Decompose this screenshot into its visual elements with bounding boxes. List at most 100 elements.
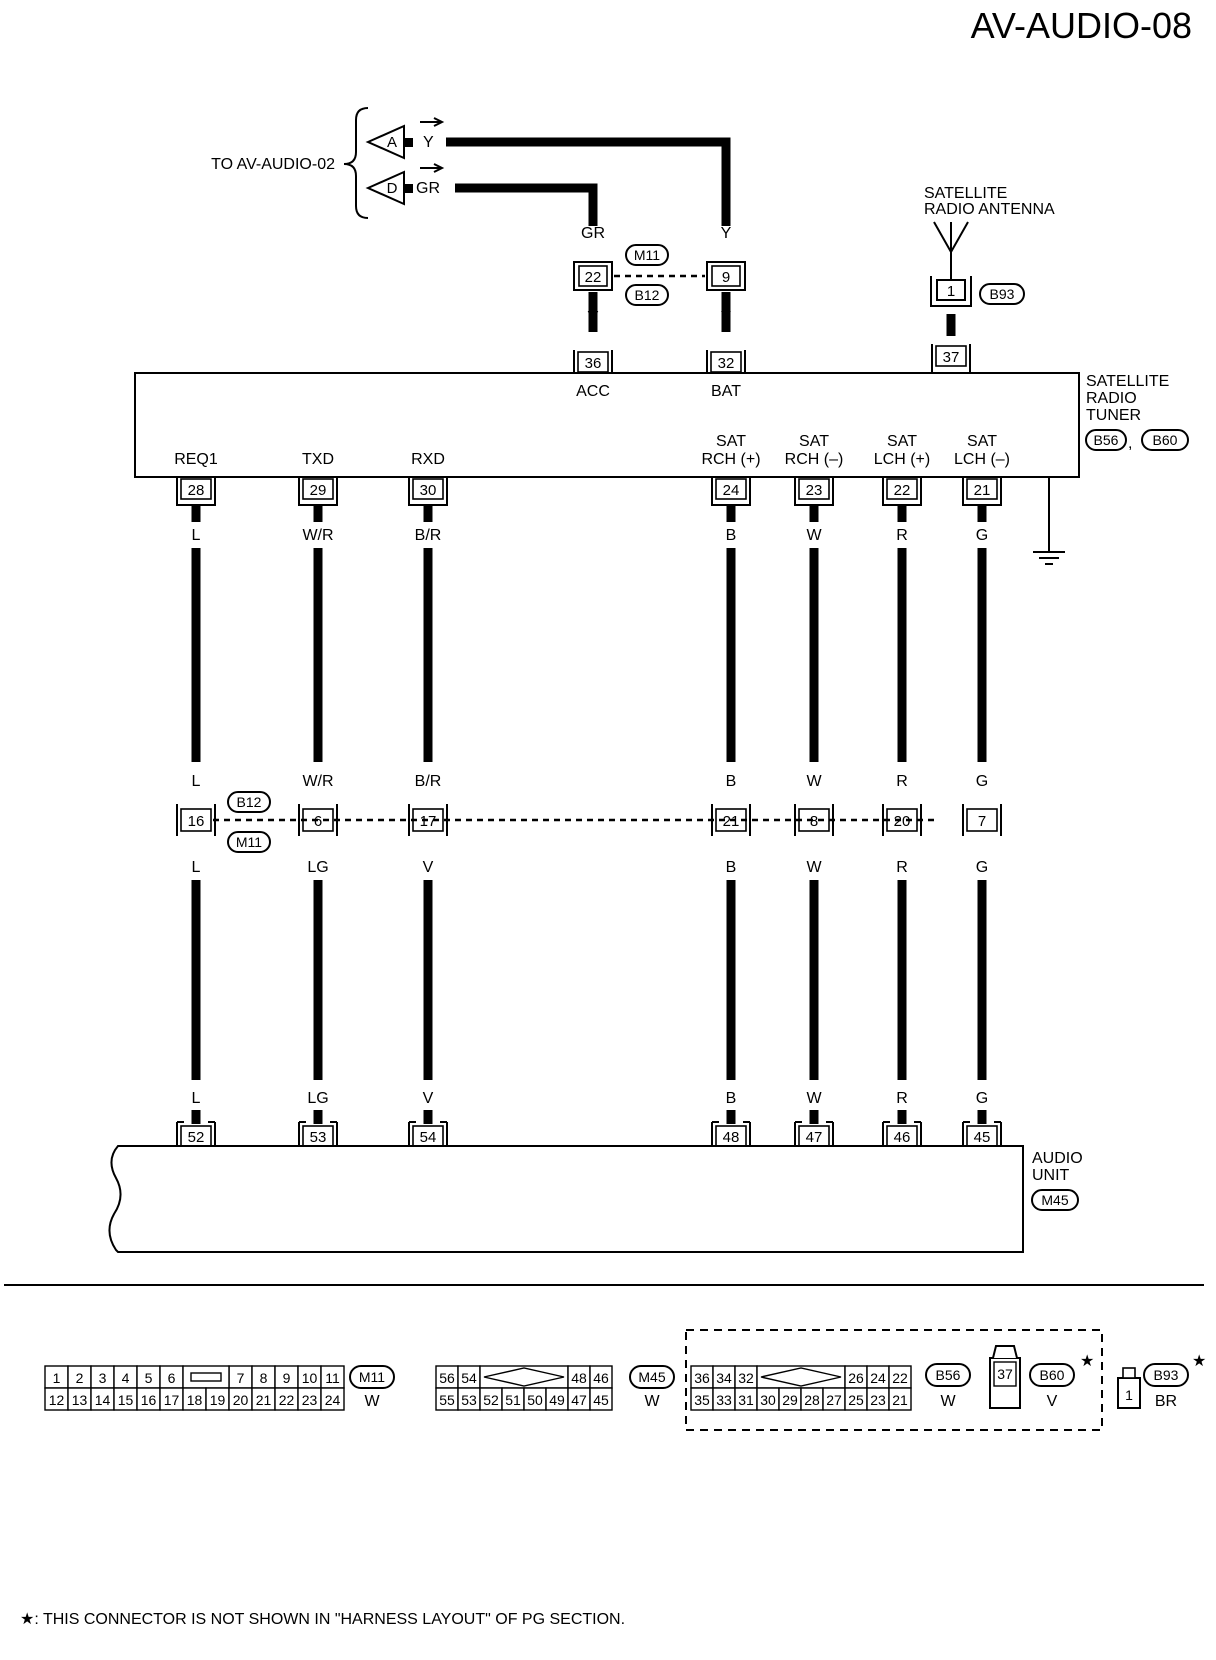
tuner-top-pin-37: 37 xyxy=(931,344,971,373)
wire-color-label: W xyxy=(806,859,822,876)
wire-color-label: W/R xyxy=(302,527,333,544)
connector-cavity: 45 xyxy=(593,1392,609,1408)
connector-cavity: 53 xyxy=(461,1392,477,1408)
audio-unit-conn-m45: M45 xyxy=(1041,1192,1068,1208)
antenna-label-2: RADIO ANTENNA xyxy=(924,201,1055,218)
connector-cavity: 18 xyxy=(187,1392,203,1408)
connector-cavity: 32 xyxy=(738,1370,754,1386)
audio-pin-number: 47 xyxy=(806,1129,823,1146)
connector-cavity: 28 xyxy=(804,1392,820,1408)
wire-color-label: B xyxy=(726,527,737,544)
tuner-name-2: RADIO xyxy=(1086,390,1137,407)
connector-cavity: 25 xyxy=(848,1392,864,1408)
connector-cavity: 22 xyxy=(892,1370,908,1386)
audio-pin-number: 54 xyxy=(420,1129,437,1146)
wire-color-gr-in: GR xyxy=(581,225,605,242)
conn-view-id-m11: M11 xyxy=(359,1369,385,1385)
joint-pin-number: 7 xyxy=(978,813,986,830)
svg-text:BAT: BAT xyxy=(711,383,741,400)
connector-cavity: 30 xyxy=(760,1392,776,1408)
tuner-top-pin-bat: 32 BAT xyxy=(706,350,746,400)
connector-cavity: 34 xyxy=(716,1370,732,1386)
connector-cavity: 54 xyxy=(461,1370,477,1386)
connector-cavity: 55 xyxy=(439,1392,455,1408)
wire-color-label: R xyxy=(896,773,908,790)
audio-pin-number: 45 xyxy=(974,1129,991,1146)
joint-pin-number: 20 xyxy=(894,813,911,830)
connector-cavity: 29 xyxy=(782,1392,798,1408)
wire-color-label: L xyxy=(192,527,201,544)
wire-color-label: W xyxy=(806,773,822,790)
wire-color-label: G xyxy=(976,527,988,544)
wire-color-label: L xyxy=(192,1090,201,1107)
connector-cavity: 36 xyxy=(694,1370,710,1386)
audio-pin-number: 53 xyxy=(310,1129,327,1146)
joint-pin-22: 22 xyxy=(585,269,602,286)
star-marker: ★ xyxy=(1080,1353,1094,1370)
wire-color-y-out: Y xyxy=(721,309,732,326)
tuner-conn-comma: , xyxy=(1128,435,1132,452)
footnote: ★: THIS CONNECTOR IS NOT SHOWN IN "HARNE… xyxy=(20,1611,625,1628)
tuner-conn-b56: B56 xyxy=(1094,432,1119,448)
joint-conn-m11: M11 xyxy=(634,247,660,263)
connector-cavity: 51 xyxy=(505,1392,521,1408)
tuner-pin-label: RCH (–) xyxy=(785,451,844,468)
wire-color-v-out: V xyxy=(588,309,599,326)
connector-cavity: 24 xyxy=(325,1392,341,1408)
audio-pin-number: 46 xyxy=(894,1129,911,1146)
joint-conn-b12: B12 xyxy=(635,287,660,303)
connector-cavity: 7 xyxy=(237,1370,245,1386)
offpage-label: TO AV-AUDIO-02 xyxy=(211,156,335,173)
tuner-connectors-group xyxy=(685,1329,1103,1431)
tuner-conn-b60: B60 xyxy=(1153,432,1178,448)
tuner-pin-number: 28 xyxy=(188,482,205,499)
conn-view-color: W xyxy=(364,1393,380,1410)
satellite-antenna: SATELLITE RADIO ANTENNA 1 B93 xyxy=(924,185,1055,307)
tuner-pin-label-top: SAT xyxy=(799,433,829,450)
offpage-color-y: Y xyxy=(423,134,434,151)
wire-color-label: W/R xyxy=(302,773,333,790)
connector-cavity: 26 xyxy=(848,1370,864,1386)
connector-cavity: 6 xyxy=(168,1370,176,1386)
joint-mid-conn-b12: B12 xyxy=(237,794,262,810)
conn-view-id-b56: B56 xyxy=(936,1367,961,1383)
tuner-pin-label-top: SAT xyxy=(716,433,746,450)
connector-cavity: 37 xyxy=(997,1366,1013,1382)
connector-cavity: 52 xyxy=(483,1392,499,1408)
tuner-pin-label: RCH (+) xyxy=(701,451,760,468)
conn-view-color: V xyxy=(1047,1393,1058,1410)
connector-cavity: 47 xyxy=(571,1392,587,1408)
audio-pin-number: 48 xyxy=(723,1129,740,1146)
joint-pin-number: 6 xyxy=(314,813,322,830)
connector-cavity: 15 xyxy=(118,1392,134,1408)
wire-color-label: B xyxy=(726,1090,737,1107)
connector-cavity: 23 xyxy=(870,1392,886,1408)
tuner-pin-label: RXD xyxy=(411,451,445,468)
wire-color-y-in: Y xyxy=(721,225,732,242)
connector-cavity: 8 xyxy=(260,1370,268,1386)
svg-text:37: 37 xyxy=(943,349,960,366)
connector-cavity: 2 xyxy=(76,1370,84,1386)
tuner-top-pin-acc: 36 ACC xyxy=(573,350,613,400)
tuner-pin-label: LCH (+) xyxy=(874,451,930,468)
conn-view-color: W xyxy=(940,1393,956,1410)
wire-color-label: R xyxy=(896,1090,908,1107)
wire-column-0: REQ128LL16LL52REQ xyxy=(174,451,218,1172)
conn-view-color: W xyxy=(644,1393,660,1410)
wire-color-label: LG xyxy=(307,1090,328,1107)
page-title: AV-AUDIO-08 xyxy=(971,5,1192,46)
connector-cavity: 21 xyxy=(892,1392,908,1408)
joint-pin-number: 17 xyxy=(420,813,437,830)
wire-color-label: B xyxy=(726,859,737,876)
wire-color-label: V xyxy=(423,859,434,876)
connector-cavity: 31 xyxy=(738,1392,754,1408)
connector-view-b60: 37 B60 ★ V xyxy=(989,1345,1094,1410)
tuner-unit: SATELLITE RADIO TUNER B56 , B60 36 ACC 3… xyxy=(134,344,1189,565)
conn-view-id-b60: B60 xyxy=(1040,1367,1065,1383)
connector-cavity: 24 xyxy=(870,1370,886,1386)
joint-mid: B12 M11 xyxy=(213,791,936,853)
